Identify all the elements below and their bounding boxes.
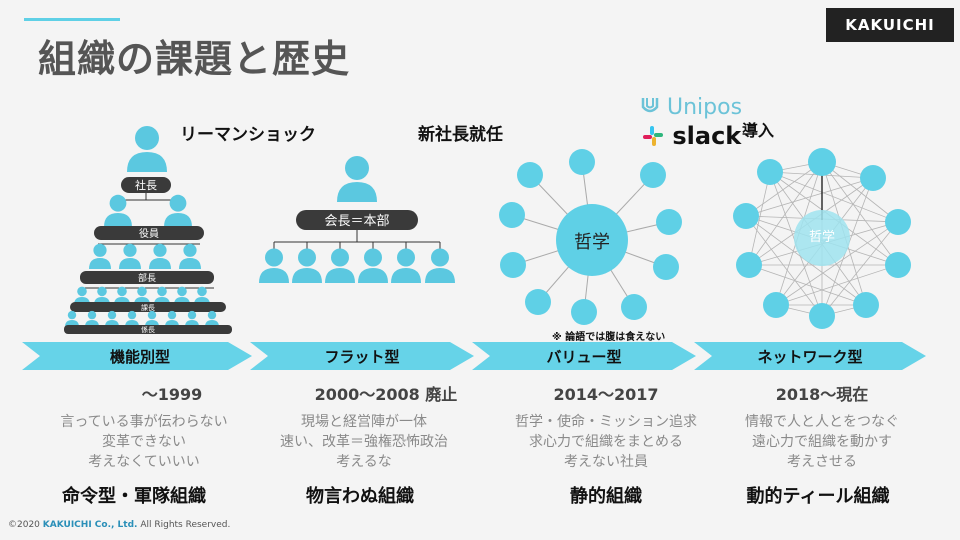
stage-arrow-4 [694, 342, 926, 370]
sections-label: 課長 [141, 303, 155, 312]
page-title: 組織の課題と歴史 [38, 37, 351, 81]
copyright-brand: KAKUICHI Co., Ltd. [42, 520, 138, 530]
head-bar [296, 210, 418, 230]
stage-desc-4: 情報で人と人とをつなぐ 遠心力で組織を動かす 考えさせる [712, 412, 932, 472]
stage-label-2: フラット型 [324, 348, 399, 366]
stage-label-1: 機能別型 [110, 348, 170, 366]
copyright-suffix: All Rights Reserved. [137, 520, 231, 530]
value-hub-label: 哲学 [574, 232, 610, 253]
unipos-logo: Unipos [640, 95, 742, 120]
flat-diagram: 会長＝本部 [259, 156, 455, 283]
chairman-person-icon [337, 156, 377, 202]
copyright-prefix: ©2020 [8, 520, 43, 530]
desc-line: 言っている事が伝わらない [60, 414, 228, 430]
stage-label-3: バリュー型 [546, 348, 621, 366]
stage-conclusion-1: 命令型・軍隊組織 [62, 486, 206, 507]
footnote: ※ 論語では腹は食えない [552, 332, 666, 343]
desc-line: 情報で人と人とをつなぐ [745, 414, 899, 430]
stage-arrow-3 [472, 342, 696, 370]
copyright: ©2020 KAKUICHI Co., Ltd. All Rights Rese… [8, 520, 230, 530]
event-new-president: 新社長就任 [418, 125, 503, 145]
desc-line: 考えなくていいい [88, 454, 200, 470]
hierarchy-diagram: 社長 役員 部長 課長 係長 [64, 126, 232, 334]
desc-line: 遠心力で組織を動かす [752, 434, 892, 450]
desc-line: 考えない社員 [564, 454, 648, 470]
desc-line: 速い、改革＝強権恐怖政治 [280, 434, 448, 450]
stage-conclusion-4: 動的ティール組織 [746, 486, 890, 507]
stage-years-4: 2018～現在 [775, 385, 869, 404]
stage-desc-3: 哲学・使命・ミッション追求 求心力で組織をまとめる 考えない社員 [496, 412, 716, 472]
stage-years-3: 2014～2017 [553, 385, 659, 404]
slack-label: slack [672, 122, 742, 150]
president-bar [121, 177, 171, 193]
event-lehman-shock: リーマンショック [180, 125, 316, 145]
stage-desc-2: 現場と経営陣が一体 速い、改革＝強権恐怖政治 考えるな [254, 412, 474, 472]
staff-label: 係長 [141, 325, 155, 334]
staff-bar [64, 325, 232, 334]
managers-bar [80, 271, 214, 284]
philosophy-hub [556, 204, 628, 276]
stage-years-1: ～1999 [141, 385, 203, 404]
stage-label-4: ネットワーク型 [757, 348, 862, 366]
title-accent-line [24, 18, 120, 21]
slack-logo: slack [642, 122, 741, 150]
desc-line: 考えるな [336, 454, 392, 470]
slack-icon [643, 126, 663, 146]
event-introduce: 導入 [742, 121, 775, 140]
officers-label: 役員 [139, 227, 159, 240]
president-label: 社長 [135, 178, 157, 192]
company-logo: KAKUICHI [826, 8, 954, 42]
unipos-icon [641, 98, 659, 113]
president-person-icon [127, 126, 167, 172]
timeline: 機能別型 フラット型 バリュー型 ネットワーク型 [22, 342, 926, 370]
sections-bar [70, 302, 226, 312]
desc-line: 考えさせる [787, 454, 857, 470]
network-hub [794, 210, 850, 266]
managers-label: 部長 [138, 272, 156, 284]
officers-bar [94, 226, 204, 240]
unipos-label: Unipos [667, 95, 743, 120]
network-diagram: 哲学 [733, 148, 911, 329]
stage-arrow-1 [22, 342, 252, 370]
stage-conclusion-2: 物言わぬ組織 [306, 486, 414, 507]
desc-line: 現場と経営陣が一体 [301, 414, 427, 430]
desc-line: 求心力で組織をまとめる [529, 434, 683, 450]
stage-conclusion-3: 静的組織 [570, 486, 642, 507]
stage-desc-1: 言っている事が伝わらない 変革できない 考えなくていいい [34, 412, 254, 472]
network-hub-label: 哲学 [809, 229, 835, 245]
desc-line: 哲学・使命・ミッション追求 [515, 414, 697, 430]
desc-line: 変革できない [102, 434, 186, 450]
value-hub-diagram: 哲学 [499, 149, 682, 325]
head-label: 会長＝本部 [324, 214, 389, 229]
stage-years-2: 2000～2008 廃止 [314, 385, 458, 404]
stage-arrow-2 [250, 342, 474, 370]
